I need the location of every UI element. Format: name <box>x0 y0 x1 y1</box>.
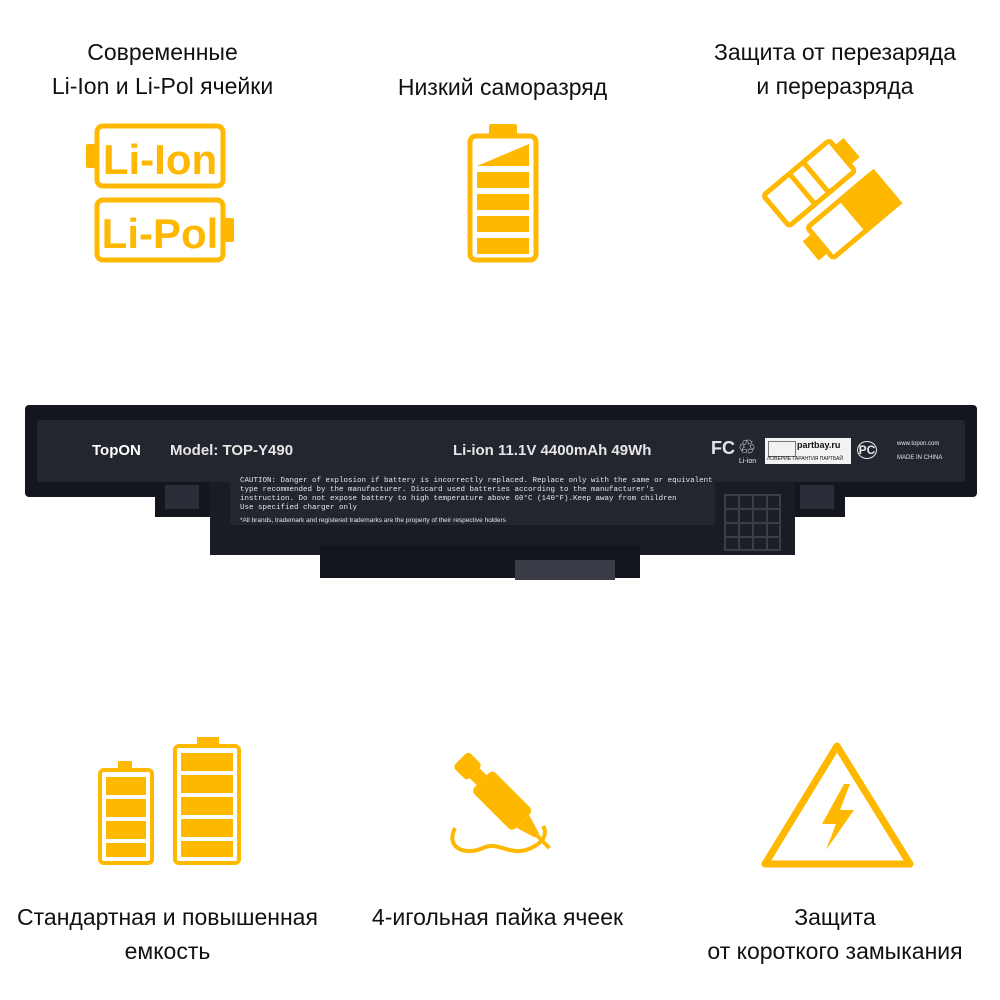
website-text: www.topon.com <box>897 441 940 447</box>
made-in-text: MADE IN CHINA <box>897 455 943 461</box>
partbay-grid <box>768 441 796 457</box>
li-ion-mark: Li-ion <box>739 458 757 465</box>
partbay-sticker: partbay.ru ЛОВЕРИЕ ГАРАНТИЯ ПАРТБАЙ <box>765 438 851 464</box>
li-pol-badge-text: Li-Pol <box>102 210 219 257</box>
caution-line-3: instruction. Do not expose battery to hi… <box>240 495 677 503</box>
caution-line-4: Use specified charger only <box>240 504 358 512</box>
feature-li-cells: Современные Li-Ion и Li-Pol ячейки <box>20 35 305 103</box>
battery-protection-icon <box>762 137 903 261</box>
li-ion-li-pol-icon: Li-Ion Li-Pol <box>86 123 234 263</box>
recycle-icon: ♲ <box>738 437 756 459</box>
li-ion-badge-text: Li-Ion <box>103 136 217 183</box>
feature-title: Низкий саморазряд <box>397 74 608 100</box>
feature-title: Защита от короткого замыкания <box>707 904 963 964</box>
soldering-iron-icon <box>450 752 551 854</box>
battery-product: TopON Model: TOP-Y490 Li-ion 11.1V 4400m… <box>25 405 977 580</box>
caution-line-2: type recommended by the manufacturer. Di… <box>240 486 655 494</box>
partbay-subtext: ЛОВЕРИЕ ГАРАНТИЯ ПАРТБАЙ <box>767 456 843 462</box>
feature-protection: Защита от перезаряда и переразряда <box>690 35 980 103</box>
battery-low-discharge-icon <box>467 124 539 263</box>
feature-title: Современные Li-Ion и Li-Pol ячейки <box>51 39 274 99</box>
brand-logo: TopON <box>92 442 141 459</box>
feature-capacity: Стандартная и повышенная емкость <box>15 900 320 968</box>
gost-mark: PC <box>857 441 877 459</box>
battery-body <box>25 405 977 580</box>
specs-text: Li-ion 11.1V 4400mAh 49Wh <box>453 442 652 459</box>
caution-line-1: CAUTION: Danger of explosion if battery … <box>240 477 713 485</box>
feature-title: Защита от перезаряда и переразряда <box>714 39 956 99</box>
trademark-note: *All brands, trademark and registered tr… <box>240 517 506 524</box>
feature-title: 4-игольная пайка ячеек <box>371 904 624 930</box>
feature-soldering: 4-игольная пайка ячеек <box>345 900 650 934</box>
partbay-text: partbay.ru <box>797 440 841 450</box>
feature-low-discharge: Низкий саморазряд <box>360 70 645 104</box>
feature-title: Стандартная и повышенная емкость <box>17 904 318 964</box>
battery-capacity-icon <box>98 737 241 865</box>
model-text: Model: TOP-Y490 <box>170 442 294 459</box>
high-voltage-warning-icon <box>761 742 914 868</box>
fc-mark: FC <box>711 438 735 458</box>
feature-short-circuit: Защита от короткого замыкания <box>680 900 990 968</box>
